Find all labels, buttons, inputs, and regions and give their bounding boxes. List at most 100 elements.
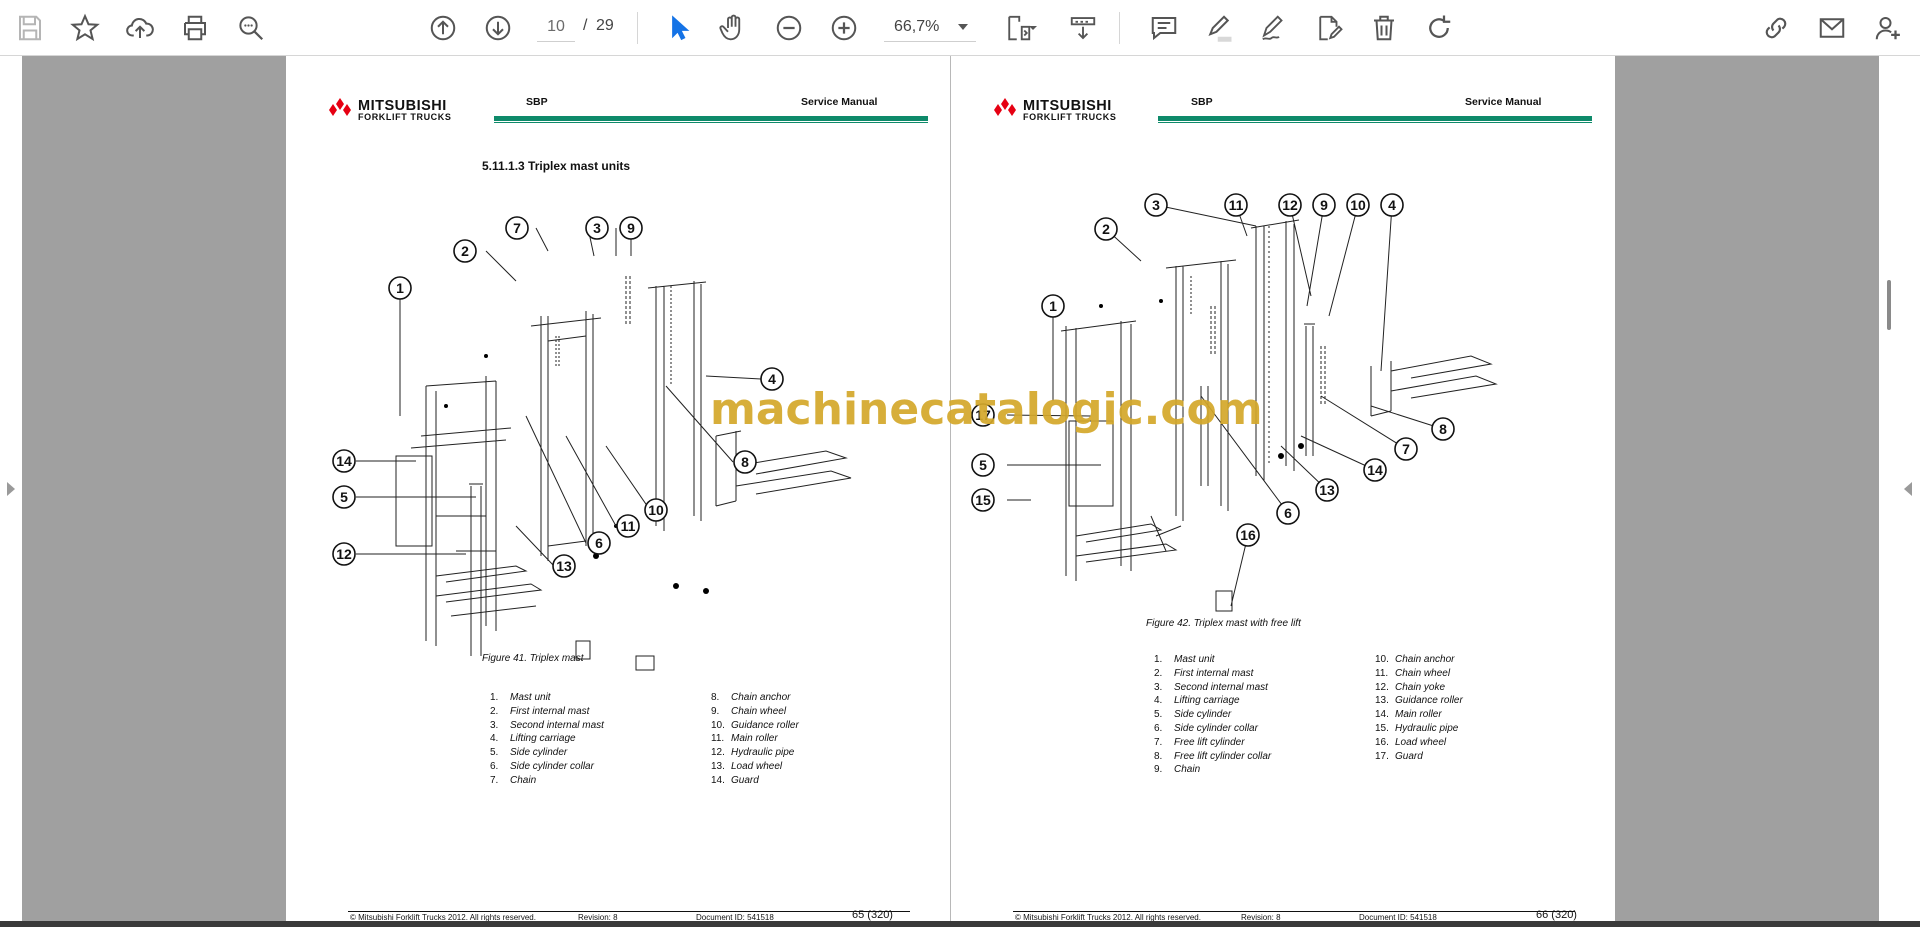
- callout-6: 6: [1276, 501, 1300, 525]
- legend-item: 1.Mast unit: [490, 692, 551, 703]
- svg-text:4: 4: [768, 371, 776, 387]
- callout-2: 2: [453, 239, 477, 263]
- legend-item: 7.Chain: [490, 774, 537, 786]
- legend-item: 2.First internal mast: [490, 705, 590, 717]
- save-icon[interactable]: [10, 8, 50, 48]
- callout-13: 13: [552, 554, 576, 578]
- brand-name: MITSUBISHI: [358, 98, 447, 114]
- comment-icon[interactable]: [1144, 8, 1184, 48]
- figure-42-drawing: [1006, 204, 1498, 612]
- taskbar-strip: [0, 921, 1920, 927]
- document-viewer[interactable]: MITSUBISHI FORKLIFT TRUCKS SBP Service M…: [0, 56, 1920, 921]
- callout-3: 3: [585, 216, 609, 240]
- legend-item: 13.Load wheel: [711, 760, 783, 772]
- footer-rule: [348, 911, 910, 912]
- legend-item: 14.Guard: [711, 774, 759, 786]
- page-down-icon[interactable]: [478, 8, 518, 48]
- legend-item: 10.Guidance roller: [711, 719, 799, 731]
- header-rule: [494, 116, 928, 121]
- delete-icon[interactable]: [1364, 8, 1404, 48]
- left-panel-toggle[interactable]: [0, 56, 22, 921]
- brand-subtitle: FORKLIFT TRUCKS: [1023, 112, 1117, 122]
- legend-item: 4.Lifting carriage: [1154, 695, 1240, 707]
- bookmark-star-icon[interactable]: [65, 8, 105, 48]
- header-title: Service Manual: [1465, 96, 1542, 108]
- figure-caption: Figure 42. Triplex mast with free lift: [1146, 618, 1301, 629]
- hand-tool-icon[interactable]: [713, 8, 753, 48]
- callout-2: 2: [1094, 217, 1118, 241]
- brand-name: MITSUBISHI: [1023, 98, 1112, 114]
- callout-7: 7: [505, 216, 529, 240]
- email-icon[interactable]: [1812, 8, 1852, 48]
- zoom-in-icon[interactable]: [824, 8, 864, 48]
- svg-text:1: 1: [1049, 298, 1057, 314]
- mitsubishi-diamonds-icon: [329, 98, 351, 116]
- legend-item: 16.Load wheel: [1375, 736, 1447, 748]
- callout-17: 17: [971, 403, 995, 427]
- svg-text:3: 3: [1152, 197, 1160, 213]
- rotate-icon[interactable]: [1419, 8, 1459, 48]
- callout-12: 12: [1278, 193, 1302, 217]
- svg-text:2: 2: [461, 243, 469, 259]
- legend-item: 8.Free lift cylinder collar: [1154, 750, 1272, 762]
- svg-text:7: 7: [513, 220, 521, 236]
- brand-subtitle: FORKLIFT TRUCKS: [358, 112, 452, 122]
- header-rule: [1158, 116, 1592, 121]
- svg-text:16: 16: [1240, 527, 1256, 543]
- callout-5: 5: [971, 453, 995, 477]
- svg-text:8: 8: [1439, 421, 1447, 437]
- legend-item: 10.Chain anchor: [1375, 654, 1455, 665]
- svg-text:9: 9: [627, 220, 635, 236]
- upload-cloud-icon[interactable]: [120, 8, 160, 48]
- footer-document-id: Document ID: 541518: [696, 913, 774, 921]
- callout-4: 4: [760, 367, 784, 391]
- svg-text:13: 13: [556, 558, 572, 574]
- callout-10: 10: [1346, 193, 1370, 217]
- svg-text:6: 6: [1284, 505, 1292, 521]
- vertical-scrollbar[interactable]: [1885, 56, 1897, 921]
- print-icon[interactable]: [175, 8, 215, 48]
- mitsubishi-diamonds-icon: [994, 98, 1016, 116]
- svg-text:9: 9: [1320, 197, 1328, 213]
- zoom-select[interactable]: 66,7%: [884, 12, 976, 42]
- footer-copyright: © Mitsubishi Forklift Trucks 2012. All r…: [350, 913, 536, 921]
- figure-41-callouts: 1 2 7 3 9 4 8 14 5 12 6 11 10 13: [332, 216, 784, 578]
- svg-text:5: 5: [340, 489, 348, 505]
- legend-item: 8.Chain anchor: [711, 692, 791, 703]
- highlight-pen-icon[interactable]: [1199, 8, 1239, 48]
- svg-text:5: 5: [979, 457, 987, 473]
- sign-pen-icon[interactable]: [1254, 8, 1294, 48]
- legend-item: 5.Side cylinder: [1154, 709, 1232, 721]
- footer-page-number: 65 (320): [852, 909, 893, 921]
- callout-1: 1: [388, 276, 412, 300]
- chevron-left-icon: [1904, 482, 1912, 496]
- callout-11: 11: [616, 514, 640, 538]
- right-panel-toggle[interactable]: [1898, 56, 1920, 921]
- legend-item: 17.Guard: [1375, 750, 1423, 762]
- legend-item: 6.Side cylinder collar: [490, 760, 594, 772]
- fit-page-icon[interactable]: [998, 8, 1038, 48]
- legend-item: 4.Lifting carriage: [490, 733, 576, 745]
- svg-text:14: 14: [336, 453, 352, 469]
- footer-revision: Revision: 8: [1241, 913, 1281, 921]
- edit-text-icon[interactable]: [1309, 8, 1349, 48]
- header-rule-thin: [1158, 122, 1592, 123]
- link-share-icon[interactable]: [1756, 8, 1796, 48]
- zoom-search-icon[interactable]: [231, 8, 271, 48]
- add-user-icon[interactable]: [1868, 8, 1908, 48]
- page-number-input[interactable]: [537, 12, 575, 42]
- zoom-value: 66,7%: [894, 18, 940, 35]
- fit-page-chevron-icon[interactable]: [1023, 8, 1043, 48]
- figure-41-drawing: [356, 227, 852, 671]
- legend-column-1: 1.Mast unit 2.First internal mast 3.Seco…: [1154, 654, 1271, 778]
- callout-4: 4: [1380, 193, 1404, 217]
- select-cursor-icon[interactable]: [659, 8, 699, 48]
- legend-item: 12.Hydraulic pipe: [711, 747, 795, 759]
- scroll-mode-icon[interactable]: [1063, 8, 1103, 48]
- legend-item: 14.Main roller: [1375, 709, 1442, 721]
- legend-item: 1.Mast unit: [1154, 654, 1215, 665]
- page-up-icon[interactable]: [423, 8, 463, 48]
- chevron-down-icon: [958, 24, 968, 30]
- zoom-out-icon[interactable]: [769, 8, 809, 48]
- scrollbar-thumb[interactable]: [1887, 280, 1891, 330]
